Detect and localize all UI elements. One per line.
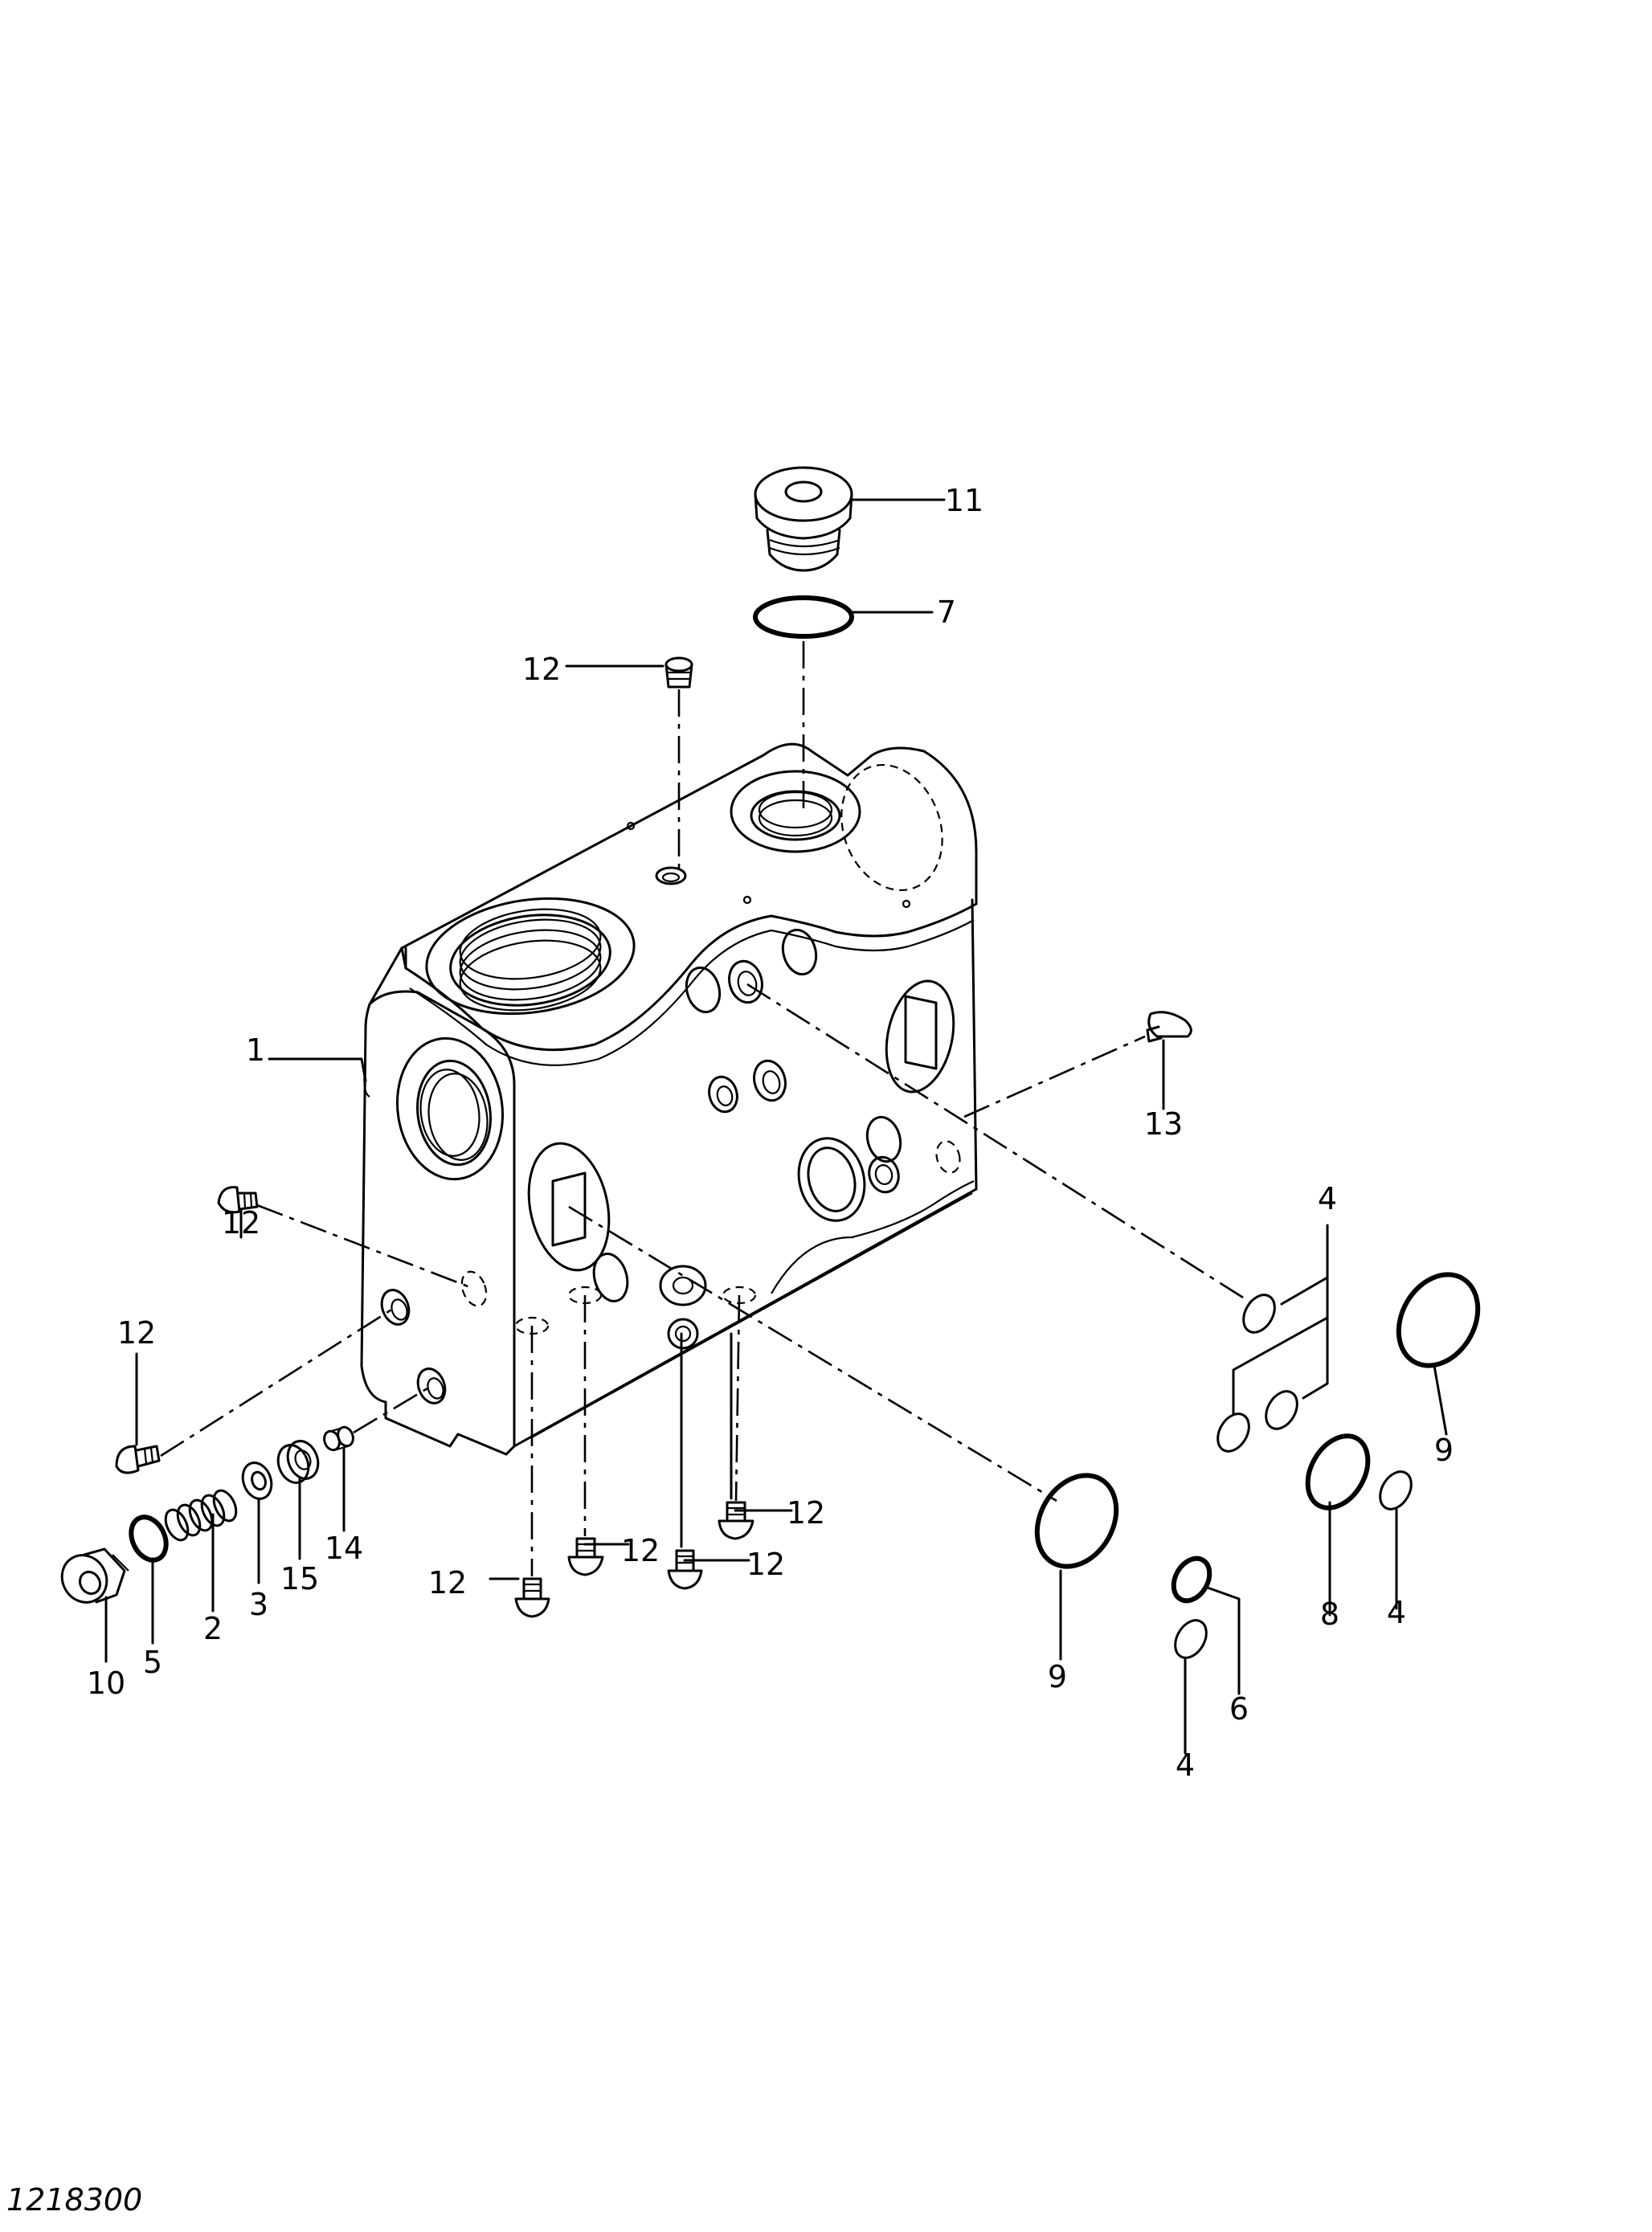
sleeve-15 — [276, 1440, 320, 1484]
plug-10 — [60, 1547, 129, 1604]
callout-c12c: 12 — [117, 1315, 156, 1351]
screw-12-left-upper — [217, 1186, 259, 1214]
callout-c15: 15 — [280, 1561, 319, 1596]
callout-c7: 7 — [937, 595, 956, 630]
callout-c11: 11 — [945, 483, 983, 518]
o-ring-9-upper — [1396, 1272, 1481, 1368]
o-ring-6 — [1171, 1555, 1212, 1604]
o-ring-7 — [753, 595, 854, 639]
leader-lines — [104, 498, 1448, 1755]
assembly-lines — [160, 641, 1250, 1576]
callout-c4c: 4 — [1176, 1748, 1195, 1783]
o-ring-9-lower — [1034, 1473, 1119, 1569]
screw-12-top — [664, 656, 693, 689]
screw-12-left-lower — [115, 1445, 161, 1474]
seal-4-e — [1174, 1619, 1208, 1659]
plug-11 — [754, 466, 853, 572]
callout-c1: 1 — [246, 1032, 265, 1068]
screw-13 — [1146, 1011, 1192, 1043]
callout-c9a: 9 — [1434, 1433, 1454, 1468]
callout-c2: 2 — [203, 1611, 223, 1646]
callout-c13: 13 — [1144, 1106, 1183, 1142]
callout-c12b: 12 — [222, 1205, 260, 1241]
callout-c12a: 12 — [522, 652, 561, 687]
callout-c3: 3 — [249, 1587, 268, 1622]
o-ring-8 — [1305, 1433, 1371, 1510]
callout-c12g: 12 — [428, 1565, 467, 1600]
spring-2 — [164, 1489, 238, 1542]
callout-c14: 14 — [325, 1531, 363, 1566]
callout-c5: 5 — [143, 1645, 162, 1680]
valve-body — [360, 742, 978, 1456]
drawing-number: 1218300 — [6, 2182, 143, 2218]
screw-12-bottom-d — [718, 1501, 754, 1540]
callout-c6: 6 — [1229, 1691, 1249, 1727]
callout-c4b: 4 — [1387, 1595, 1406, 1630]
seal-4-b — [1217, 1412, 1250, 1453]
callout-c8: 8 — [1320, 1596, 1339, 1632]
callout-c12f: 12 — [746, 1547, 785, 1582]
screw-12-bottom-c — [667, 1549, 703, 1590]
callout-c10: 10 — [87, 1666, 125, 1701]
washer-3 — [241, 1461, 273, 1500]
callout-c9b: 9 — [1048, 1659, 1067, 1694]
o-ring-5 — [129, 1515, 169, 1563]
callout-c4a: 4 — [1318, 1181, 1337, 1216]
callout-c12e: 12 — [621, 1533, 660, 1568]
set-screw-14 — [323, 1425, 354, 1452]
screw-12-bottom-a — [514, 1577, 550, 1618]
callout-c12d: 12 — [787, 1495, 825, 1531]
seal-4-a — [1242, 1294, 1276, 1334]
seal-4-d — [1379, 1470, 1413, 1510]
seal-4-c — [1265, 1390, 1298, 1430]
